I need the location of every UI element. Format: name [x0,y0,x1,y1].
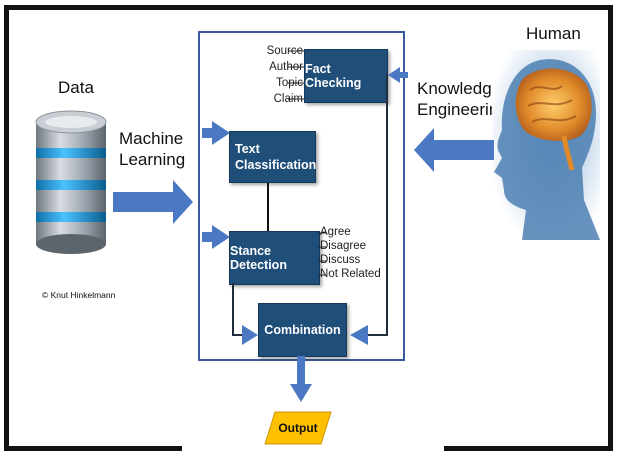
human-brain-icon [492,50,600,240]
stance-detection-box: Stance Detection [229,231,320,285]
text-classification-line-1: Text [235,142,260,156]
knowledge-engineering-line-1: Knowledge [417,79,502,98]
knowledge-engineering-line-2: Engineering [417,100,508,119]
knowledge-engineering-label: Knowledge Engineering [417,78,508,120]
stance-output-disagree: Disagree [320,240,366,252]
data-label: Data [58,78,94,97]
fact-input-topic-text: Topic [276,77,303,89]
stance-output-discuss-text: Discuss [320,254,361,266]
machine-learning-label: Machine Learning [119,128,185,170]
fact-input-topic: Topic [248,77,303,89]
database-icon [35,110,107,254]
fact-checking-label: Fact Checking [305,62,362,90]
fact-input-source: Source [248,45,303,57]
stance-output-disagree-text: Disagree [320,240,367,252]
output-label: Output [278,421,318,435]
output-parallelogram [264,411,332,445]
stance-output-agree: Agree [320,226,351,238]
fact-input-claim-text: Claim [273,93,303,105]
fact-checking-box: Fact Checking [304,49,388,103]
copyright-text: © Knut Hinkelmann [42,290,116,300]
stance-output-agree-text: Agree [320,226,351,238]
text-classification-box: Text Classification [229,131,316,183]
combination-label: Combination [264,323,341,337]
machine-learning-line-2: Learning [119,150,186,169]
combination-box: Combination [258,303,347,357]
text-classification-line-2: Classification [235,158,317,172]
machine-learning-line-1: Machine [119,129,184,148]
fact-input-author: Author [248,61,303,73]
stance-output-not-related-text: Not Related [320,268,381,280]
stance-output-not-related: Not Related [320,268,381,280]
stance-output-discuss: Discuss [320,254,360,266]
human-label: Human [526,24,581,43]
fact-input-claim: Claim [248,93,303,105]
stance-detection-label: Stance Detection [230,244,287,272]
fact-input-author-text: Author [269,61,303,73]
fact-input-source-text: Source [266,45,303,57]
